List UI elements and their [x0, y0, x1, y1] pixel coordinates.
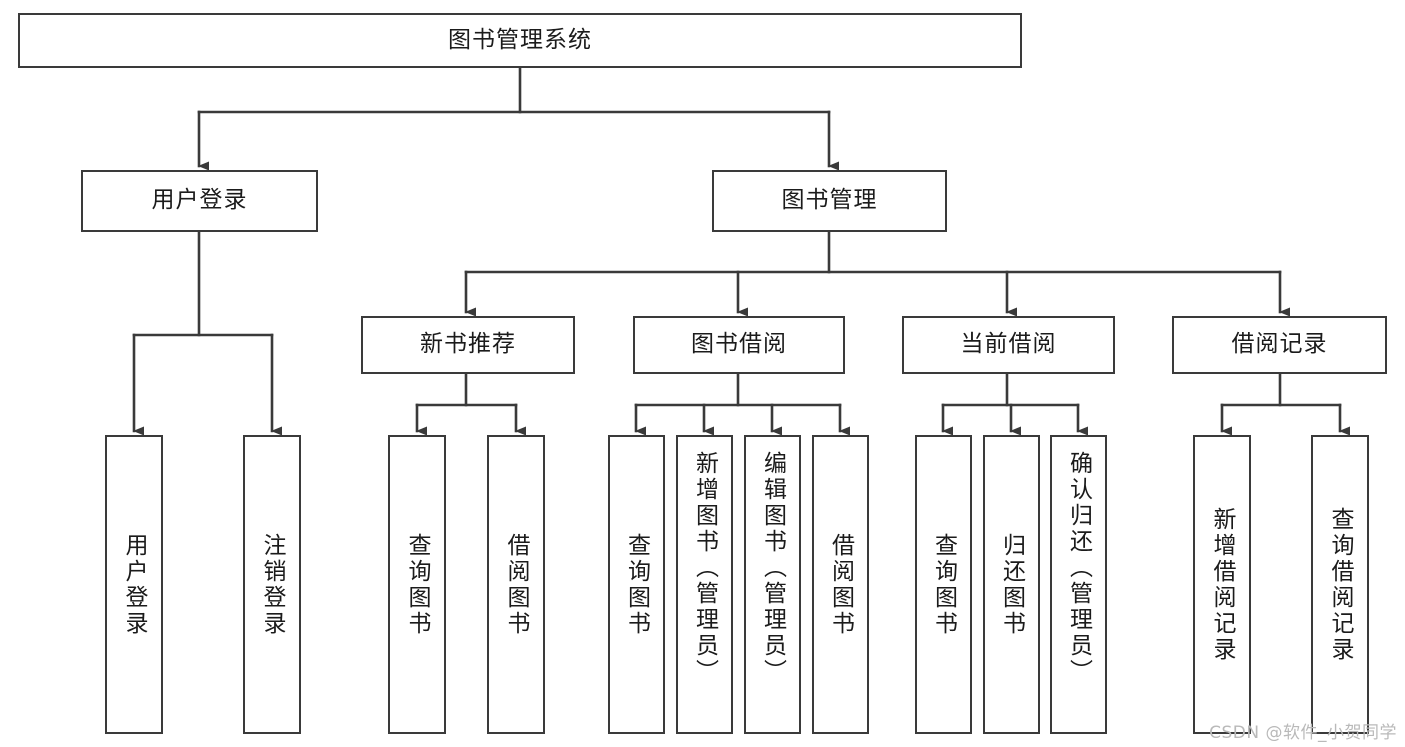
node-leaf-borrow-edit-book[interactable]: 编辑图书（管理员）: [744, 435, 801, 734]
node-borrow-record[interactable]: 借阅记录: [1172, 316, 1387, 374]
node-book-borrow[interactable]: 图书借阅: [633, 316, 845, 374]
node-leaf-user-login[interactable]: 用户登录: [105, 435, 163, 734]
node-user-login-label: 用户登录: [151, 187, 248, 214]
node-leaf-record-query-record-label: 查询借阅记录: [1327, 506, 1354, 663]
node-book-management[interactable]: 图书管理: [712, 170, 947, 232]
node-leaf-newbook-borrow-book[interactable]: 借阅图书: [487, 435, 545, 734]
node-new-book-recommend[interactable]: 新书推荐: [361, 316, 575, 374]
node-leaf-current-return-book-label: 归还图书: [998, 532, 1025, 637]
node-leaf-borrow-add-book-label: 新增图书（管理员）: [691, 451, 718, 685]
node-new-book-recommend-label: 新书推荐: [420, 331, 516, 358]
node-leaf-current-query-book[interactable]: 查询图书: [915, 435, 972, 734]
node-book-management-label: 图书管理: [781, 187, 878, 214]
node-leaf-newbook-borrow-book-label: 借阅图书: [503, 532, 530, 637]
node-current-borrow[interactable]: 当前借阅: [902, 316, 1115, 374]
node-leaf-borrow-borrow-book[interactable]: 借阅图书: [812, 435, 869, 734]
node-leaf-borrow-add-book[interactable]: 新增图书（管理员）: [676, 435, 733, 734]
node-book-borrow-label: 图书借阅: [691, 331, 787, 358]
node-leaf-logout[interactable]: 注销登录: [243, 435, 301, 734]
node-leaf-newbook-query-book-label: 查询图书: [404, 532, 431, 637]
node-leaf-borrow-borrow-book-label: 借阅图书: [827, 532, 854, 637]
node-leaf-borrow-query-book[interactable]: 查询图书: [608, 435, 665, 734]
node-leaf-user-login-label: 用户登录: [121, 532, 148, 637]
node-leaf-record-query-record[interactable]: 查询借阅记录: [1311, 435, 1369, 734]
node-leaf-record-add-record-label: 新增借阅记录: [1209, 506, 1236, 663]
node-borrow-record-label: 借阅记录: [1231, 331, 1328, 358]
node-current-borrow-label: 当前借阅: [960, 331, 1057, 358]
node-root[interactable]: 图书管理系统: [18, 13, 1022, 68]
node-leaf-logout-label: 注销登录: [259, 532, 286, 637]
node-leaf-borrow-query-book-label: 查询图书: [623, 532, 650, 637]
watermark-text: CSDN @软件_小贺同学: [1209, 723, 1397, 743]
node-leaf-current-query-book-label: 查询图书: [930, 532, 957, 637]
node-leaf-current-return-book[interactable]: 归还图书: [983, 435, 1040, 734]
node-leaf-current-confirm-return-label: 确认归还（管理员）: [1065, 451, 1092, 685]
node-user-login[interactable]: 用户登录: [81, 170, 318, 232]
node-leaf-borrow-edit-book-label: 编辑图书（管理员）: [759, 451, 786, 685]
node-leaf-record-add-record[interactable]: 新增借阅记录: [1193, 435, 1251, 734]
node-leaf-current-confirm-return[interactable]: 确认归还（管理员）: [1050, 435, 1107, 734]
node-leaf-newbook-query-book[interactable]: 查询图书: [388, 435, 446, 734]
node-root-label: 图书管理系统: [448, 26, 592, 53]
